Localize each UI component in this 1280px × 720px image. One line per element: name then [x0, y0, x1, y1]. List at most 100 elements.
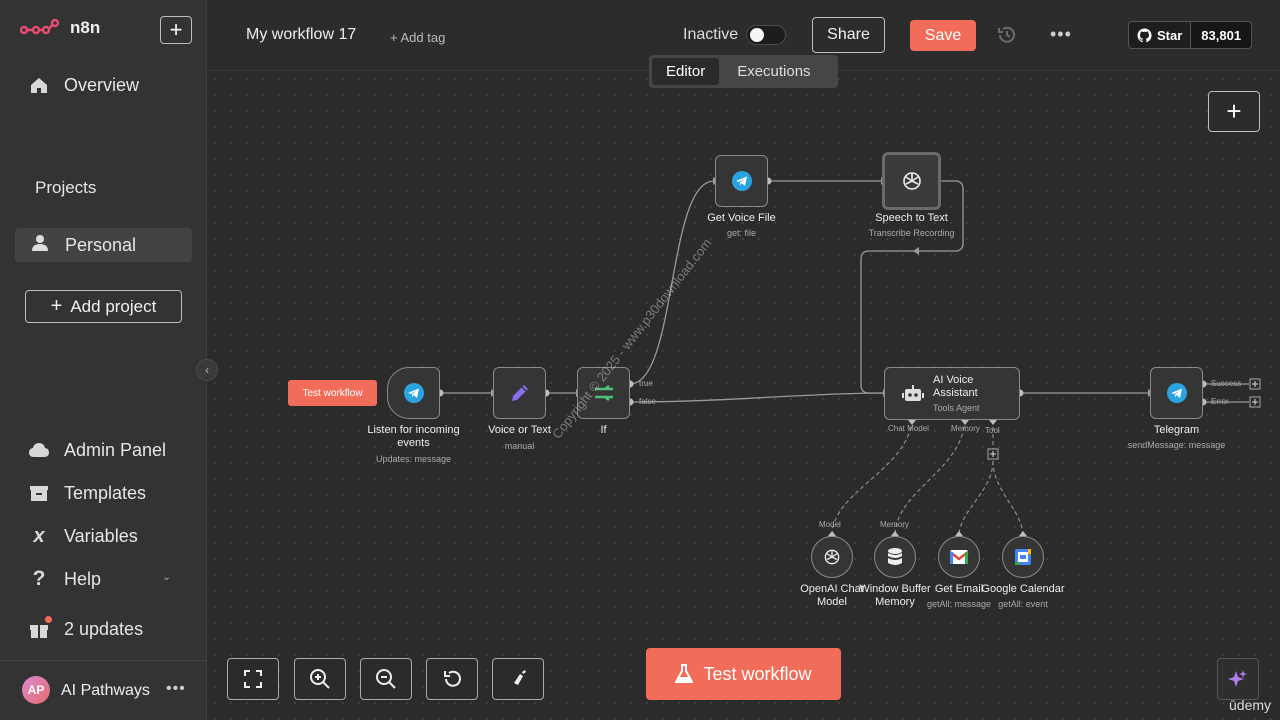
tab-editor[interactable]: Editor [652, 58, 720, 85]
save-button[interactable]: Save [910, 20, 976, 51]
workflow-canvas[interactable]: + Test workflow Listen for incoming even… [207, 71, 1280, 720]
top-bar: My workflow 17 + Add tag Inactive Share … [207, 0, 1280, 71]
port-label-false: false [639, 397, 656, 406]
add-tag-link[interactable]: + Add tag [390, 30, 446, 45]
udemy-watermark: ūdemy [1229, 697, 1272, 713]
node-google-calendar[interactable] [1002, 536, 1044, 578]
sidebar-item-overview[interactable]: Overview [28, 74, 139, 96]
port-label-success: Success [1211, 379, 1242, 388]
more-options-icon[interactable]: ••• [1050, 24, 1072, 44]
test-workflow-pill[interactable]: Test workflow [288, 380, 377, 406]
node-voice-or-text[interactable] [493, 367, 546, 419]
connection-model [831, 419, 913, 537]
fit-view-button[interactable] [227, 658, 279, 700]
avatar[interactable]: AP [22, 676, 50, 704]
personal-label: Personal [65, 234, 137, 255]
add-project-label: Add project [70, 296, 157, 316]
share-button[interactable]: Share [812, 17, 885, 53]
robot-icon [902, 384, 924, 401]
github-star-label: Star [1157, 27, 1183, 43]
reset-zoom-button[interactable] [426, 658, 478, 700]
connection-tool-calendar [992, 460, 1024, 537]
port-label-memory: Memory [951, 424, 980, 433]
node-get-email[interactable] [938, 536, 980, 578]
node-label: Speech to Text [875, 212, 948, 224]
port-label-memory-sub: Memory [880, 520, 909, 529]
ai-assistant-button[interactable] [1217, 658, 1259, 700]
test-workflow-button[interactable]: Test workflow [646, 648, 841, 700]
github-star-widget[interactable]: Star 83,801 [1128, 21, 1253, 49]
plus-icon: + [169, 17, 183, 42]
node-sublabel: Tools Agent [933, 403, 980, 414]
sidebar-item-label: 2 updates [64, 618, 144, 639]
sidebar-item-label: Variables [64, 525, 138, 546]
openai-icon [824, 549, 840, 565]
sidebar-item-variables[interactable]: x Variables [28, 524, 138, 547]
create-new-button[interactable]: + [160, 16, 192, 44]
sidebar-item-templates[interactable]: Templates [28, 482, 146, 504]
zoom-in-icon [310, 669, 330, 689]
node-get-voice-file[interactable] [715, 155, 768, 207]
connection-if-true-to-getvoice [629, 180, 715, 385]
history-icon[interactable] [996, 24, 1018, 46]
zoom-in-button[interactable] [294, 658, 346, 700]
google-calendar-icon [1015, 549, 1031, 565]
zoom-out-button[interactable] [360, 658, 412, 700]
sidebar-footer [0, 660, 207, 720]
activation-status-label: Inactive [683, 26, 739, 43]
tab-executions[interactable]: Executions [737, 63, 811, 80]
github-star-button[interactable]: Star [1129, 22, 1192, 48]
node-if[interactable] [577, 367, 630, 419]
flask-icon [675, 664, 694, 683]
node-label: OpenAI Chat Model [800, 583, 864, 609]
node-label: Window Buffer Memory [859, 583, 931, 609]
sidebar-item-help[interactable]: ? Help ⌄ [28, 567, 178, 590]
toggle-knob [750, 28, 764, 42]
projects-heading: Projects [35, 178, 97, 197]
test-workflow-label: Test workflow [703, 663, 812, 684]
collapse-sidebar-button[interactable]: ‹ [196, 359, 218, 381]
telegram-icon [403, 383, 424, 403]
variables-icon: x [33, 524, 45, 547]
openai-icon [902, 172, 921, 190]
sidebar-item-admin-panel[interactable]: Admin Panel [28, 439, 166, 461]
user-icon [31, 234, 49, 257]
sidebar-item-label: Admin Panel [64, 439, 167, 460]
sidebar-item-personal[interactable]: Personal [15, 228, 192, 262]
telegram-icon [1166, 383, 1187, 403]
port-label-tool: Tool [985, 426, 1000, 435]
node-telegram-trigger[interactable] [387, 367, 440, 419]
node-sublabel: manual [504, 441, 535, 451]
node-telegram-send[interactable] [1150, 367, 1203, 419]
node-speech-to-text[interactable] [882, 152, 941, 210]
node-label: Voice or Text [488, 424, 551, 436]
sidebar-item-label: Templates [64, 482, 147, 503]
add-node-button[interactable]: + [1208, 91, 1260, 132]
activation-toggle[interactable] [746, 25, 786, 45]
sidebar-item-updates[interactable]: 2 updates [28, 616, 144, 640]
connection-speech-to-agent [860, 180, 964, 394]
sidebar-item-label: Help [64, 568, 102, 589]
n8n-logo-icon [20, 18, 60, 35]
fullscreen-icon [244, 670, 262, 688]
node-sublabel: getAll: event [998, 599, 1048, 609]
workflow-name[interactable]: My workflow 17 [246, 26, 357, 43]
node-window-buffer-memory[interactable] [874, 536, 916, 578]
tidy-up-button[interactable] [492, 658, 544, 700]
logo[interactable]: n8n [20, 18, 100, 38]
box-icon [28, 482, 50, 504]
node-sublabel: Transcribe Recording [868, 228, 955, 238]
agent-text: AI Voice Assistant Tools Agent [933, 374, 1019, 413]
node-openai-chat-model[interactable] [811, 536, 853, 578]
branch-icon [594, 385, 613, 401]
user-menu-more-icon[interactable]: ••• [166, 680, 186, 697]
node-sublabel: get: file [726, 228, 757, 238]
node-label: Get Voice File [707, 212, 776, 224]
node-ai-voice-assistant[interactable]: AI Voice Assistant Tools Agent [884, 367, 1020, 420]
chevron-down-icon: ⌄ [162, 571, 172, 583]
notification-dot [45, 616, 52, 623]
add-project-button[interactable]: + Add project [25, 290, 182, 323]
gift-icon [28, 616, 52, 640]
github-icon [1137, 27, 1152, 42]
